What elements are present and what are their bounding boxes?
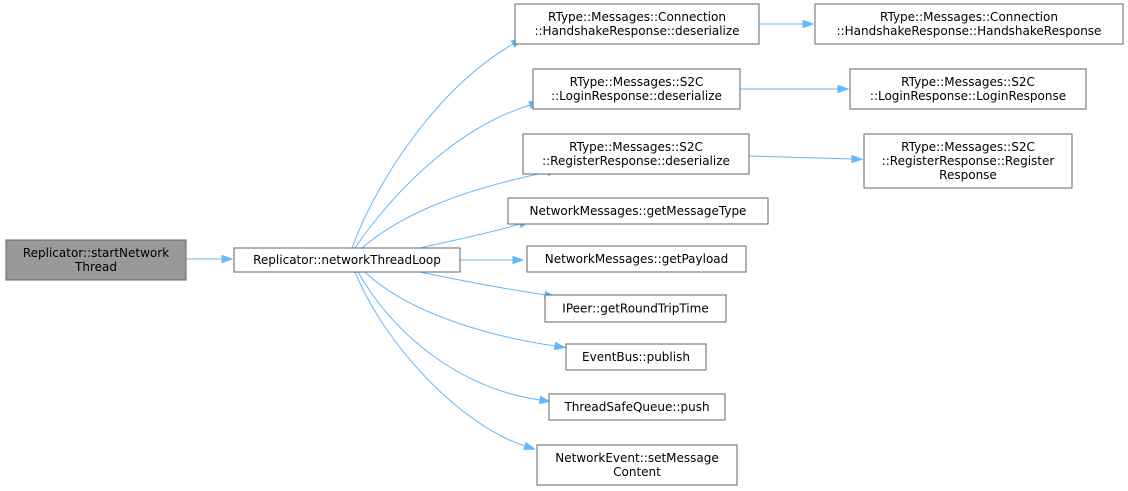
node-box[interactable] [514, 3, 760, 45]
node-label-line: ThreadSafeQueue::push [563, 400, 709, 414]
edge-hs_deser-to-hs_ctor [759, 19, 815, 29]
function-node-hs-deser[interactable]: RType::Messages::Connection::HandshakeRe… [514, 3, 760, 45]
edge-line [361, 171, 549, 249]
node-box[interactable] [849, 68, 1087, 110]
node-label-line: ::HandshakeResponse::deserialize [534, 24, 739, 38]
edge-line [419, 271, 546, 296]
node-label-line: IPeer::getRoundTripTime [562, 302, 708, 316]
edge-loop-to-get_type [419, 220, 532, 249]
edge-loop-to-publish [364, 271, 567, 351]
arrow-head-icon [538, 395, 552, 405]
node-label-line: Thread [74, 260, 117, 274]
node-label-line: RType::Messages::Connection [548, 10, 726, 24]
edge-reg_deser-to-reg_ctor [748, 154, 864, 164]
node-label-line: EventBus::publish [582, 350, 690, 364]
edge-start-to-loop [186, 254, 234, 264]
edge-login_deser-to-login_ctor [740, 84, 850, 94]
edge-loop-to-set_msg [354, 271, 536, 450]
node-box[interactable] [5, 239, 187, 281]
node-box[interactable] [536, 444, 738, 486]
node-box[interactable] [863, 133, 1073, 189]
node-label-line: Response [939, 168, 997, 182]
arrow-head-icon [837, 84, 850, 94]
arrow-head-icon [523, 441, 536, 450]
call-edges [186, 19, 864, 450]
node-label-line: RType::Messages::S2C [901, 75, 1035, 89]
node-label-line: NetworkMessages::getPayload [545, 252, 729, 266]
node-label-line: ::LoginResponse::LoginResponse [870, 89, 1066, 103]
edge-line [351, 43, 514, 249]
node-label-line: ::RegisterResponse::Register [882, 154, 1055, 168]
arrow-head-icon [221, 254, 234, 264]
node-box[interactable] [548, 393, 726, 421]
node-box[interactable] [522, 133, 750, 175]
edge-line [357, 271, 541, 401]
arrow-head-icon [512, 255, 525, 265]
edge-line [748, 155, 853, 160]
arrow-head-icon [553, 341, 567, 351]
function-node-get-type[interactable]: NetworkMessages::getMessageType [507, 197, 769, 225]
function-node-loop[interactable]: Replicator::networkThreadLoop [233, 247, 461, 273]
node-box[interactable] [544, 294, 727, 323]
node-label-line: NetworkMessages::getMessageType [530, 204, 747, 218]
node-box[interactable] [526, 245, 747, 273]
node-label-line: Content [613, 465, 661, 479]
node-box[interactable] [507, 197, 769, 225]
node-label-line: RType::Messages::S2C [569, 140, 703, 154]
function-node-reg-ctor[interactable]: RType::Messages::S2C::RegisterResponse::… [863, 133, 1073, 189]
edge-line [354, 271, 526, 447]
edge-loop-to-get_payload [460, 255, 525, 265]
node-label-line: RType::Messages::S2C [901, 140, 1035, 154]
function-node-push[interactable]: ThreadSafeQueue::push [548, 393, 726, 421]
function-node-publish[interactable]: EventBus::publish [565, 343, 707, 371]
edge-loop-to-rtt [419, 271, 557, 300]
edge-loop-to-hs_deser [351, 38, 523, 249]
function-node-login-ctor[interactable]: RType::Messages::S2C::LoginResponse::Log… [849, 68, 1087, 110]
function-node-rtt[interactable]: IPeer::getRoundTripTime [544, 294, 727, 323]
node-label-line: RType::Messages::S2C [570, 75, 704, 89]
function-node-reg-deser[interactable]: RType::Messages::S2C::RegisterResponse::… [522, 133, 750, 175]
function-node-hs-ctor[interactable]: RType::Messages::Connection::HandshakeRe… [814, 3, 1124, 45]
edge-line [354, 104, 531, 249]
node-label-line: ::LoginResponse::deserialize [551, 89, 722, 103]
node-label-line: Replicator::networkThreadLoop [253, 253, 441, 267]
arrow-head-icon [851, 154, 864, 164]
edge-line [419, 223, 521, 249]
node-label-line: RType::Messages::Connection [880, 10, 1058, 24]
node-box[interactable] [814, 3, 1124, 45]
node-label-line: ::RegisterResponse::deserialize [542, 154, 730, 168]
node-box[interactable] [565, 343, 707, 371]
node-label-line: ::HandshakeResponse::HandshakeResponse [837, 24, 1102, 38]
function-node-get-payload[interactable]: NetworkMessages::getPayload [526, 245, 747, 273]
edge-line [364, 271, 556, 347]
arrow-head-icon [802, 19, 815, 29]
function-node-login-deser[interactable]: RType::Messages::S2C::LoginResponse::des… [532, 68, 741, 110]
node-box[interactable] [532, 68, 741, 110]
node-label-line: NetworkEvent::setMessage [555, 451, 719, 465]
node-label-line: Replicator::startNetwork [23, 246, 169, 260]
node-box[interactable] [233, 247, 461, 273]
edge-loop-to-push [357, 271, 552, 405]
